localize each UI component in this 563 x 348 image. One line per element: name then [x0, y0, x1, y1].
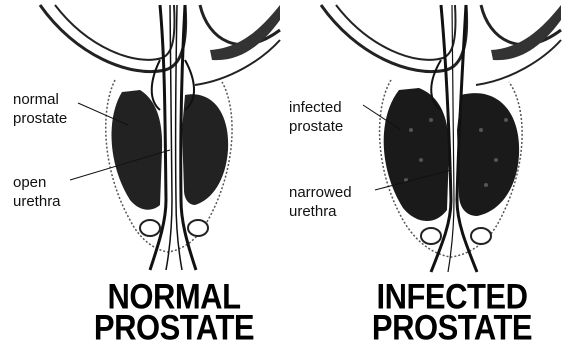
infected-prostate-panel: infected prostate narrowed urethra INFEC…	[281, 0, 562, 339]
normal-prostate-label: normal prostate	[13, 90, 67, 128]
infected-prostate-caption: INFECTED PROSTATE	[352, 281, 552, 343]
infected-prostate-label: infected prostate	[289, 98, 343, 136]
narrowed-urethra-label: narrowed urethra	[289, 183, 352, 221]
normal-prostate-caption: NORMAL PROSTATE	[74, 281, 274, 343]
normal-prostate-panel: normal prostate open urethra NORMAL PROS…	[0, 0, 281, 339]
open-urethra-label: open urethra	[13, 173, 61, 211]
